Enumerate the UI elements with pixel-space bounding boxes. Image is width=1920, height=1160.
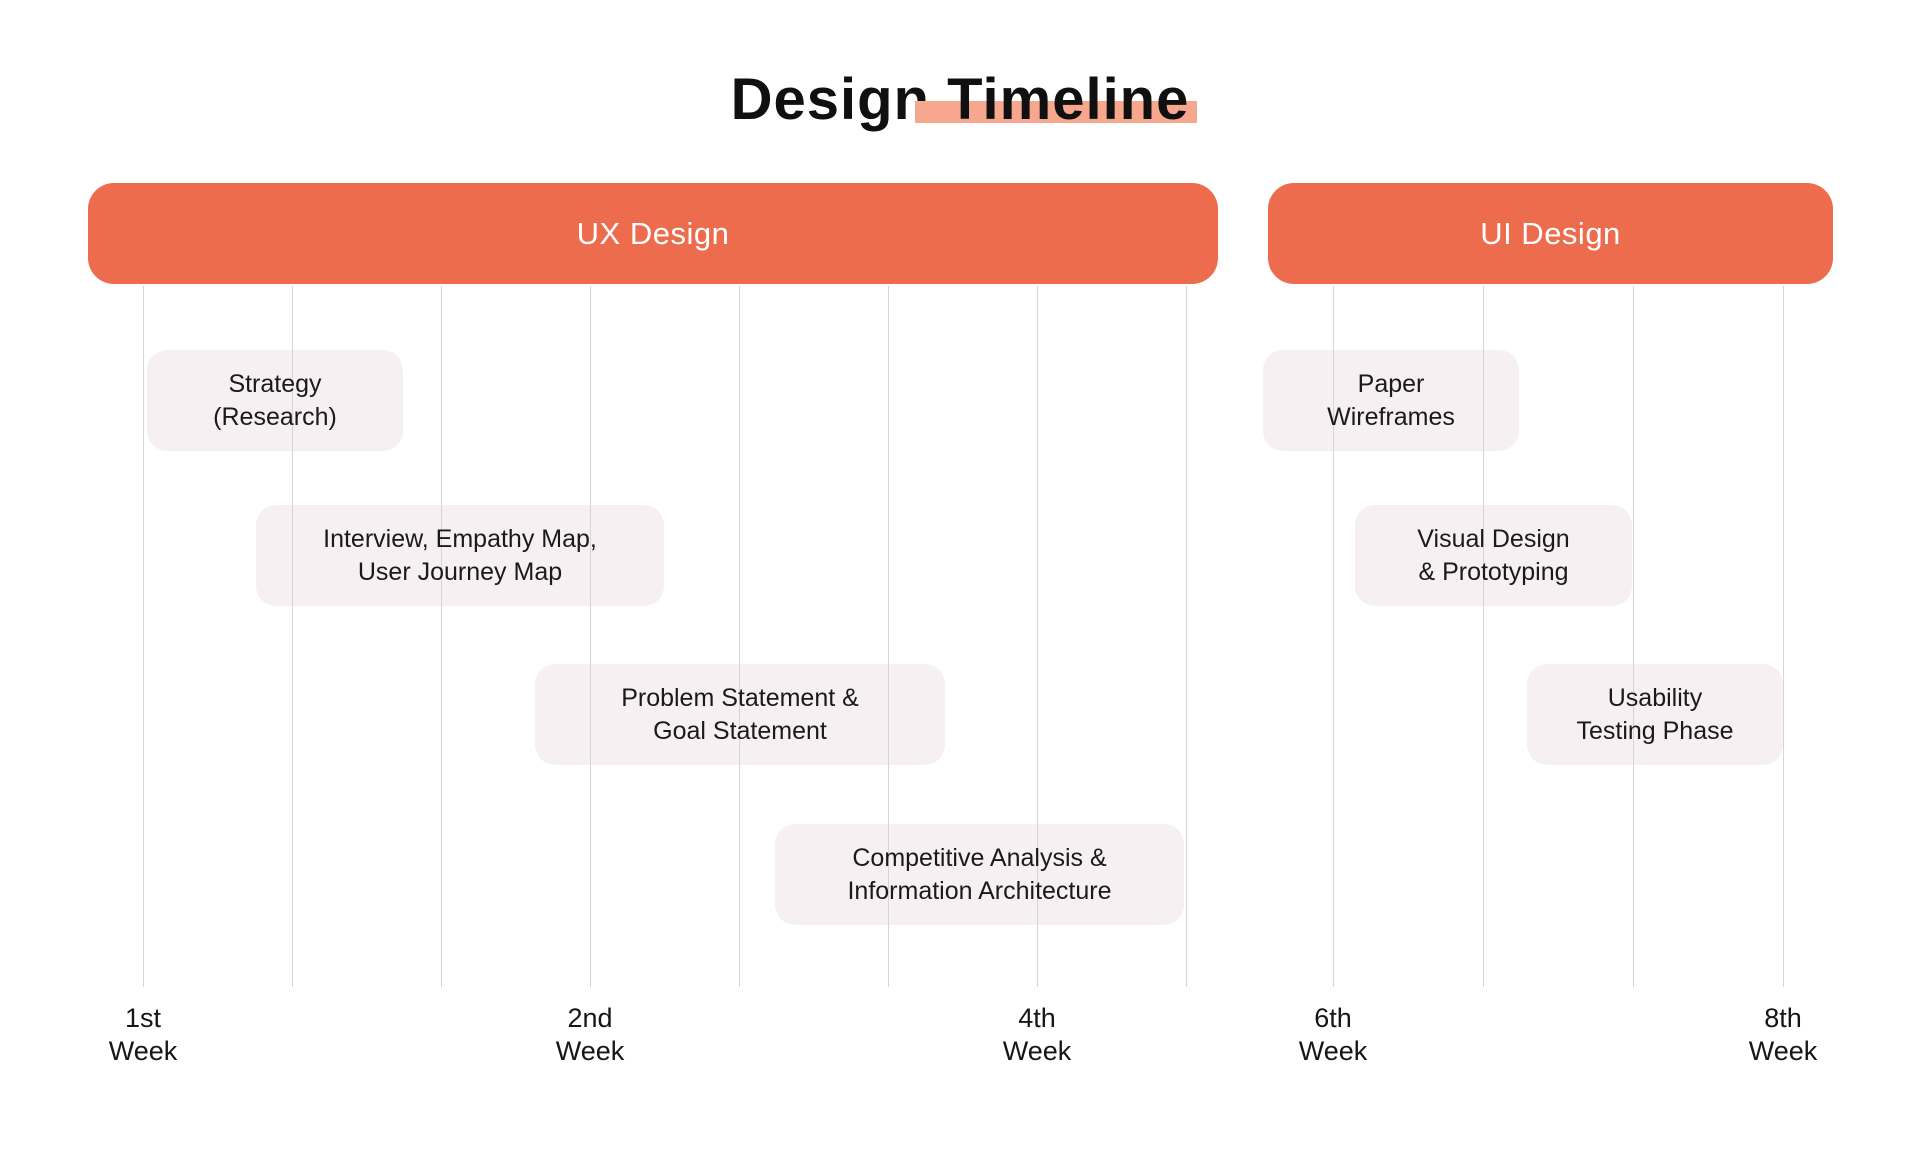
task-strategy-research: Strategy (Research): [147, 350, 403, 451]
page-title: Design Timeline: [0, 64, 1920, 137]
task-label: (Research): [213, 402, 337, 431]
week-gridline: [441, 286, 442, 987]
section-header-ui-design: UI Design: [1268, 183, 1833, 284]
week-label-line: Week: [555, 1035, 625, 1066]
week-label-1st: 1st Week: [63, 1002, 223, 1068]
task-label: & Prototyping: [1418, 557, 1569, 586]
task-usability-testing-phase: Usability Testing Phase: [1527, 664, 1783, 765]
week-label-line: Week: [1298, 1035, 1368, 1066]
task-label: Interview, Empathy Map,: [323, 524, 597, 553]
week-label-line: 2nd: [567, 1003, 613, 1033]
task-label: Information Architecture: [847, 876, 1112, 905]
week-gridline: [1333, 286, 1334, 987]
section-header-ux-design: UX Design: [88, 183, 1218, 284]
week-gridline: [1037, 286, 1038, 987]
week-gridline: [590, 286, 591, 987]
task-label: Problem Statement &: [621, 683, 859, 712]
section-label-ui: UI Design: [1480, 215, 1621, 251]
week-gridline: [1186, 286, 1187, 987]
week-label-6th: 6th Week: [1253, 1002, 1413, 1068]
task-label: User Journey Map: [357, 557, 563, 586]
week-label-8th: 8th Week: [1703, 1002, 1863, 1068]
title-highlight-word: Timeline: [947, 67, 1190, 132]
week-label-2nd: 2nd Week: [510, 1002, 670, 1068]
week-label-line: 1st: [124, 1003, 162, 1033]
task-label: Competitive Analysis &: [852, 843, 1107, 872]
week-label-line: Week: [1748, 1035, 1818, 1066]
week-gridline: [292, 286, 293, 987]
task-visual-design-prototyping: Visual Design & Prototyping: [1355, 505, 1632, 606]
section-label-ux: UX Design: [576, 215, 730, 251]
week-label-line: 4th: [1018, 1003, 1056, 1033]
week-label-line: Week: [1002, 1035, 1072, 1066]
task-problem-goal-statement: Problem Statement & Goal Statement: [535, 664, 945, 765]
task-label: Wireframes: [1327, 402, 1455, 431]
task-paper-wireframes: Paper Wireframes: [1263, 350, 1519, 451]
task-label: Strategy: [228, 369, 322, 398]
task-interview-empathy-journey: Interview, Empathy Map, User Journey Map: [256, 505, 664, 606]
week-label-line: 8th: [1764, 1003, 1802, 1033]
week-gridline: [143, 286, 144, 987]
task-label: Testing Phase: [1576, 716, 1734, 745]
week-gridline: [1483, 286, 1484, 987]
task-competitive-analysis-ia: Competitive Analysis & Information Archi…: [775, 824, 1184, 925]
week-gridline: [739, 286, 740, 987]
week-gridline: [1633, 286, 1634, 987]
week-gridline: [1783, 286, 1784, 987]
task-label: Usability: [1607, 683, 1703, 712]
week-label-line: 6th: [1314, 1003, 1352, 1033]
task-label: Paper: [1357, 369, 1425, 398]
title-prefix: Design: [730, 67, 948, 132]
task-label: Goal Statement: [653, 716, 827, 745]
week-label-line: Week: [108, 1035, 178, 1066]
task-label: Visual Design: [1417, 524, 1570, 553]
week-label-4th: 4th Week: [957, 1002, 1117, 1068]
week-gridline: [888, 286, 889, 987]
